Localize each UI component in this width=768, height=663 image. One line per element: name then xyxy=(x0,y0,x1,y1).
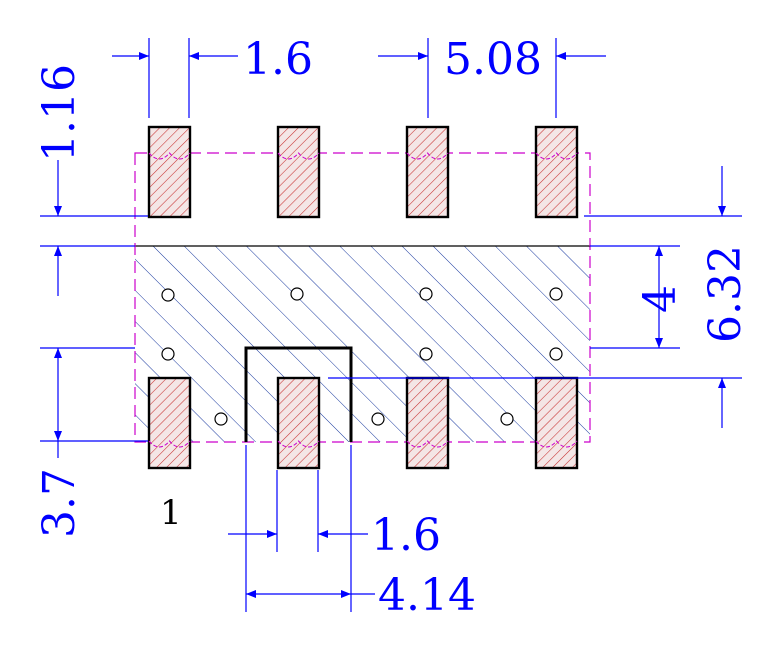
dim-slot-width: 4.14 xyxy=(378,570,476,621)
via-circle xyxy=(214,412,228,426)
pad-notch xyxy=(535,440,578,448)
via-circle xyxy=(419,287,433,301)
dim-pad-width-bottom: 1.6 xyxy=(371,510,441,561)
package-outline xyxy=(134,152,591,443)
pad-top-4 xyxy=(534,125,579,219)
via-circle xyxy=(549,347,563,361)
via-circle xyxy=(419,347,433,361)
via-circle xyxy=(500,412,514,426)
pad-notch xyxy=(277,152,320,160)
pad-notch xyxy=(148,440,191,448)
pad-notch xyxy=(148,152,191,160)
dim-lower-offset: 3.7 xyxy=(34,468,85,538)
dim-pitch: 5.08 xyxy=(444,34,542,85)
dimension-lines xyxy=(40,38,742,612)
dim-pad-width-top: 1.6 xyxy=(243,34,313,85)
dim-row-span: 6.32 xyxy=(700,245,751,343)
pad-notch xyxy=(406,152,449,160)
pad-group xyxy=(147,125,579,470)
via-circle xyxy=(371,412,385,426)
pad-bottom-1 xyxy=(147,376,192,470)
pin1-label: 1 xyxy=(160,493,182,533)
component-body xyxy=(135,245,590,442)
pad-notch xyxy=(406,440,449,448)
via-group xyxy=(161,287,563,426)
pad-notch xyxy=(277,440,320,448)
dim-body-width: 4 xyxy=(635,285,686,313)
via-circle xyxy=(290,287,304,301)
pad-notch xyxy=(535,152,578,160)
slot-outline xyxy=(244,346,353,442)
pad-top-2 xyxy=(276,125,321,219)
via-circle xyxy=(549,287,563,301)
via-circle xyxy=(161,288,175,302)
pad-bottom-3 xyxy=(405,376,450,470)
pad-top-3 xyxy=(405,125,450,219)
pad-bottom-2 xyxy=(276,376,321,470)
dim-pad-length: 1.16 xyxy=(34,64,85,162)
pad-bottom-4 xyxy=(534,376,579,470)
via-circle xyxy=(161,347,175,361)
pad-top-1 xyxy=(147,125,192,219)
